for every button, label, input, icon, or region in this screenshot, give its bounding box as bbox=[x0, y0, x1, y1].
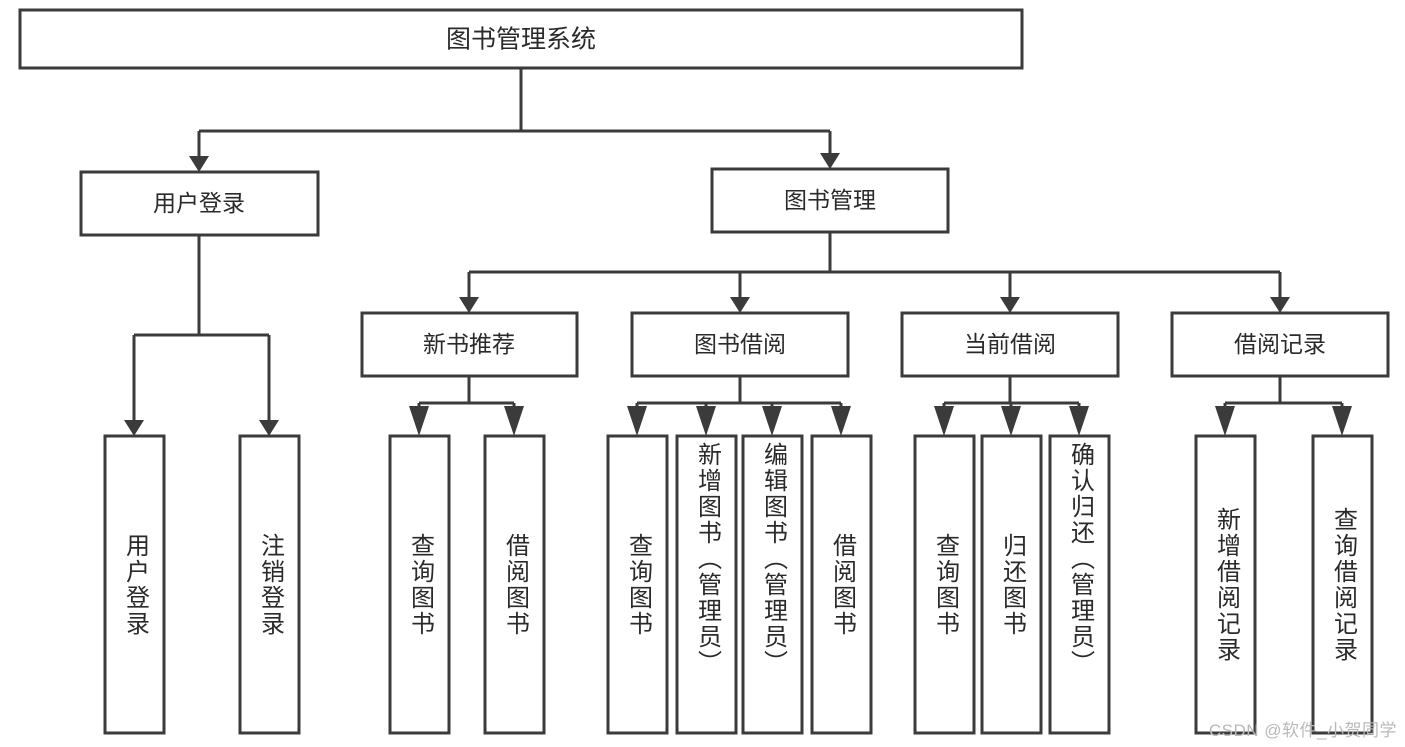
node-new-book-recommend-label: 新书推荐 bbox=[423, 331, 515, 357]
node-borrow-record-label: 借阅记录 bbox=[1234, 331, 1326, 357]
arrowhead-icon bbox=[820, 153, 840, 169]
watermark: CSDN @软件_小贺同学 bbox=[1208, 721, 1397, 740]
arrowhead-icon bbox=[627, 406, 647, 436]
arrowhead-icon bbox=[124, 420, 144, 436]
arrowhead-icon bbox=[1215, 406, 1235, 436]
node-book-management-label: 图书管理 bbox=[784, 187, 876, 213]
arrowhead-icon bbox=[1332, 406, 1352, 436]
arrowhead-icon bbox=[934, 406, 954, 436]
leaf-box-query-book-3[interactable] bbox=[913, 434, 976, 735]
node-book-borrow[interactable]: 图书借阅 bbox=[630, 311, 850, 378]
node-book-borrow-label: 图书借阅 bbox=[694, 331, 786, 357]
arrowhead-icon bbox=[459, 297, 479, 313]
node-user-login-label: 用户登录 bbox=[153, 190, 245, 216]
leaf-box-query-book-2[interactable] bbox=[606, 434, 669, 735]
leaf-box-confirm-return-admin[interactable] bbox=[1048, 434, 1111, 735]
leaf-box-add-borrow-record[interactable] bbox=[1194, 434, 1257, 735]
node-user-login-box[interactable] bbox=[79, 170, 320, 237]
node-root[interactable]: 图书管理系统 bbox=[18, 8, 1024, 70]
leaf-box-edit-book-admin[interactable] bbox=[741, 434, 804, 735]
arrowhead-icon bbox=[1069, 406, 1089, 436]
node-user-login[interactable]: 用户登录 bbox=[79, 170, 320, 237]
node-current-borrow[interactable]: 当前借阅 bbox=[900, 311, 1120, 378]
leaf-box-borrow-book-1[interactable] bbox=[483, 434, 546, 735]
leaf-box-query-book-1[interactable] bbox=[388, 434, 451, 735]
node-book-borrow-box[interactable] bbox=[630, 311, 850, 378]
arrowhead-icon bbox=[762, 406, 782, 436]
leaf-box-query-borrow-record[interactable] bbox=[1311, 434, 1374, 735]
node-root-box[interactable] bbox=[18, 8, 1024, 70]
arrowhead-icon bbox=[409, 406, 429, 436]
leaf-box-add-book-admin[interactable] bbox=[675, 434, 738, 735]
node-root-label: 图书管理系统 bbox=[446, 26, 596, 54]
arrowhead-icon bbox=[730, 297, 750, 313]
leaf-box-user-login[interactable] bbox=[103, 434, 166, 735]
node-book-management-box[interactable] bbox=[710, 167, 950, 234]
leaf-box-layer bbox=[103, 434, 1374, 735]
arrowhead-icon bbox=[1270, 297, 1290, 313]
node-new-book-recommend[interactable]: 新书推荐 bbox=[360, 311, 579, 378]
leaf-box-borrow-book-2[interactable] bbox=[810, 434, 873, 735]
arrowhead-icon bbox=[259, 420, 279, 436]
arrowhead-icon bbox=[1000, 297, 1020, 313]
node-current-borrow-label: 当前借阅 bbox=[964, 331, 1056, 357]
arrowhead-icon bbox=[696, 406, 716, 436]
arrowhead-icon bbox=[1001, 406, 1021, 436]
node-book-management[interactable]: 图书管理 bbox=[710, 167, 950, 234]
leaf-box-logout-login[interactable] bbox=[238, 434, 301, 735]
arrowhead-icon bbox=[504, 406, 524, 436]
arrowhead-icon bbox=[189, 156, 209, 172]
arrowhead-icon bbox=[831, 406, 851, 436]
node-new-book-recommend-box[interactable] bbox=[360, 311, 579, 378]
node-current-borrow-box[interactable] bbox=[900, 311, 1120, 378]
node-borrow-record-box[interactable] bbox=[1170, 311, 1390, 378]
arrowhead-layer bbox=[124, 153, 1352, 436]
leaf-box-return-book[interactable] bbox=[980, 434, 1043, 735]
node-borrow-record[interactable]: 借阅记录 bbox=[1170, 311, 1390, 378]
